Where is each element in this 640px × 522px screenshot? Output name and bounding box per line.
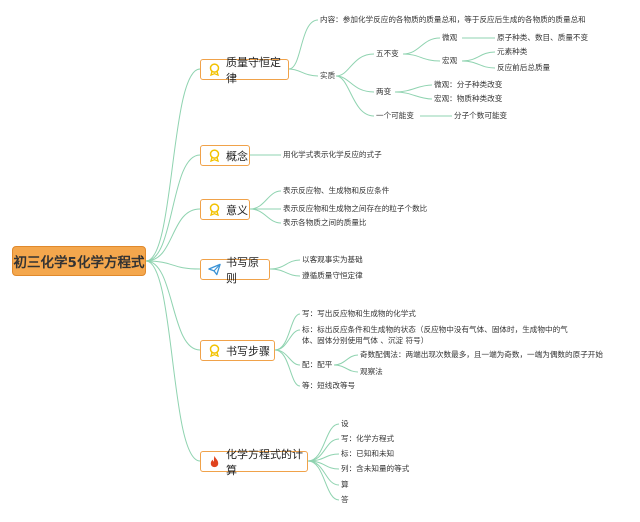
branch-equation-calculation[interactable]: 化学方程式的计算 xyxy=(200,448,308,477)
branch-concept[interactable]: 概念 xyxy=(200,145,250,166)
leaf-macro-change: 宏观：物质种类改变 xyxy=(434,94,503,103)
root-topic[interactable]: 初三化学5化学方程式 xyxy=(12,246,146,276)
leaf-five-unchanged: 五不变 xyxy=(376,49,399,58)
leaf-definition: 用化学式表示化学反应的式子 xyxy=(283,150,382,159)
leaf-macro: 宏观 xyxy=(442,56,458,65)
branch-label: 书写原则 xyxy=(226,255,259,285)
branch-label: 意义 xyxy=(226,203,248,217)
branch-writing-steps[interactable]: 书写步骤 xyxy=(200,340,275,361)
leaf-meaning-1: 表示反应物、生成物和反应条件 xyxy=(283,186,390,195)
leaf-content: 内容：参加化学反应的各物质的质量总和，等于反应后生成的各物质的质量总和 xyxy=(320,15,586,24)
leaf-odd-even-method: 奇数配偶法：两端出现次数最多，且一端为奇数，一端为偶数的原子开始 xyxy=(360,350,603,359)
leaf-micro-detail: 原子种类、数目、质量不变 xyxy=(497,33,589,42)
branch-meaning[interactable]: 意义 xyxy=(200,199,250,220)
leaf-principle-2: 遵循质量守恒定律 xyxy=(302,271,363,280)
leaf-macro-mass: 反应前后总质量 xyxy=(497,63,551,72)
leaf-step-mark-1: 标：标出反应条件和生成物的状态（反应物中没有气体、固体时，生成物中的气 xyxy=(302,325,568,334)
award-icon xyxy=(209,344,220,357)
leaf-step-balance: 配：配平 xyxy=(302,360,333,369)
fire-icon xyxy=(210,455,219,468)
leaf-micro-change: 微观：分子种类改变 xyxy=(434,80,503,89)
branch-label: 化学方程式的计算 xyxy=(226,447,303,477)
leaf-essence: 实质 xyxy=(320,71,336,80)
branch-label: 概念 xyxy=(226,149,248,163)
leaf-step-equal: 等：短线改等号 xyxy=(302,381,356,390)
award-icon xyxy=(209,203,220,216)
paper-plane-icon xyxy=(208,263,221,276)
leaf-calc-5: 算 xyxy=(341,480,349,489)
award-icon xyxy=(209,149,220,162)
leaf-step-mark-2: 体、固体分别使用气体 、沉淀 符号） xyxy=(302,336,429,345)
award-icon xyxy=(209,63,220,76)
leaf-meaning-3: 表示各物质之间的质量比 xyxy=(283,218,367,227)
leaf-calc-6: 答 xyxy=(341,495,349,504)
leaf-molecule-count: 分子个数可能变 xyxy=(454,111,508,120)
leaf-calc-1: 设 xyxy=(341,419,349,428)
leaf-step-write: 写：写出反应物和生成物的化学式 xyxy=(302,309,416,318)
branch-label: 质量守恒定律 xyxy=(226,55,281,85)
root-title: 初三化学5化学方程式 xyxy=(13,255,145,271)
leaf-macro-element: 元素种类 xyxy=(497,47,528,56)
branch-conservation-of-mass[interactable]: 质量守恒定律 xyxy=(200,56,289,85)
leaf-meaning-2: 表示反应物和生成物之间存在的粒子个数比 xyxy=(283,204,428,213)
leaf-calc-3: 标：已知和未知 xyxy=(341,449,395,458)
leaf-one-may-change: 一个可能变 xyxy=(376,111,414,120)
leaf-observe-method: 观察法 xyxy=(360,367,383,376)
leaf-calc-2: 写：化学方程式 xyxy=(341,434,395,443)
leaf-micro: 微观 xyxy=(442,33,458,42)
branch-writing-principles[interactable]: 书写原则 xyxy=(200,256,270,285)
leaf-two-changed: 两变 xyxy=(376,87,392,96)
leaf-principle-1: 以客观事实为基础 xyxy=(302,255,363,264)
leaf-calc-4: 列：含未知量的等式 xyxy=(341,464,410,473)
branch-label: 书写步骤 xyxy=(226,344,270,358)
